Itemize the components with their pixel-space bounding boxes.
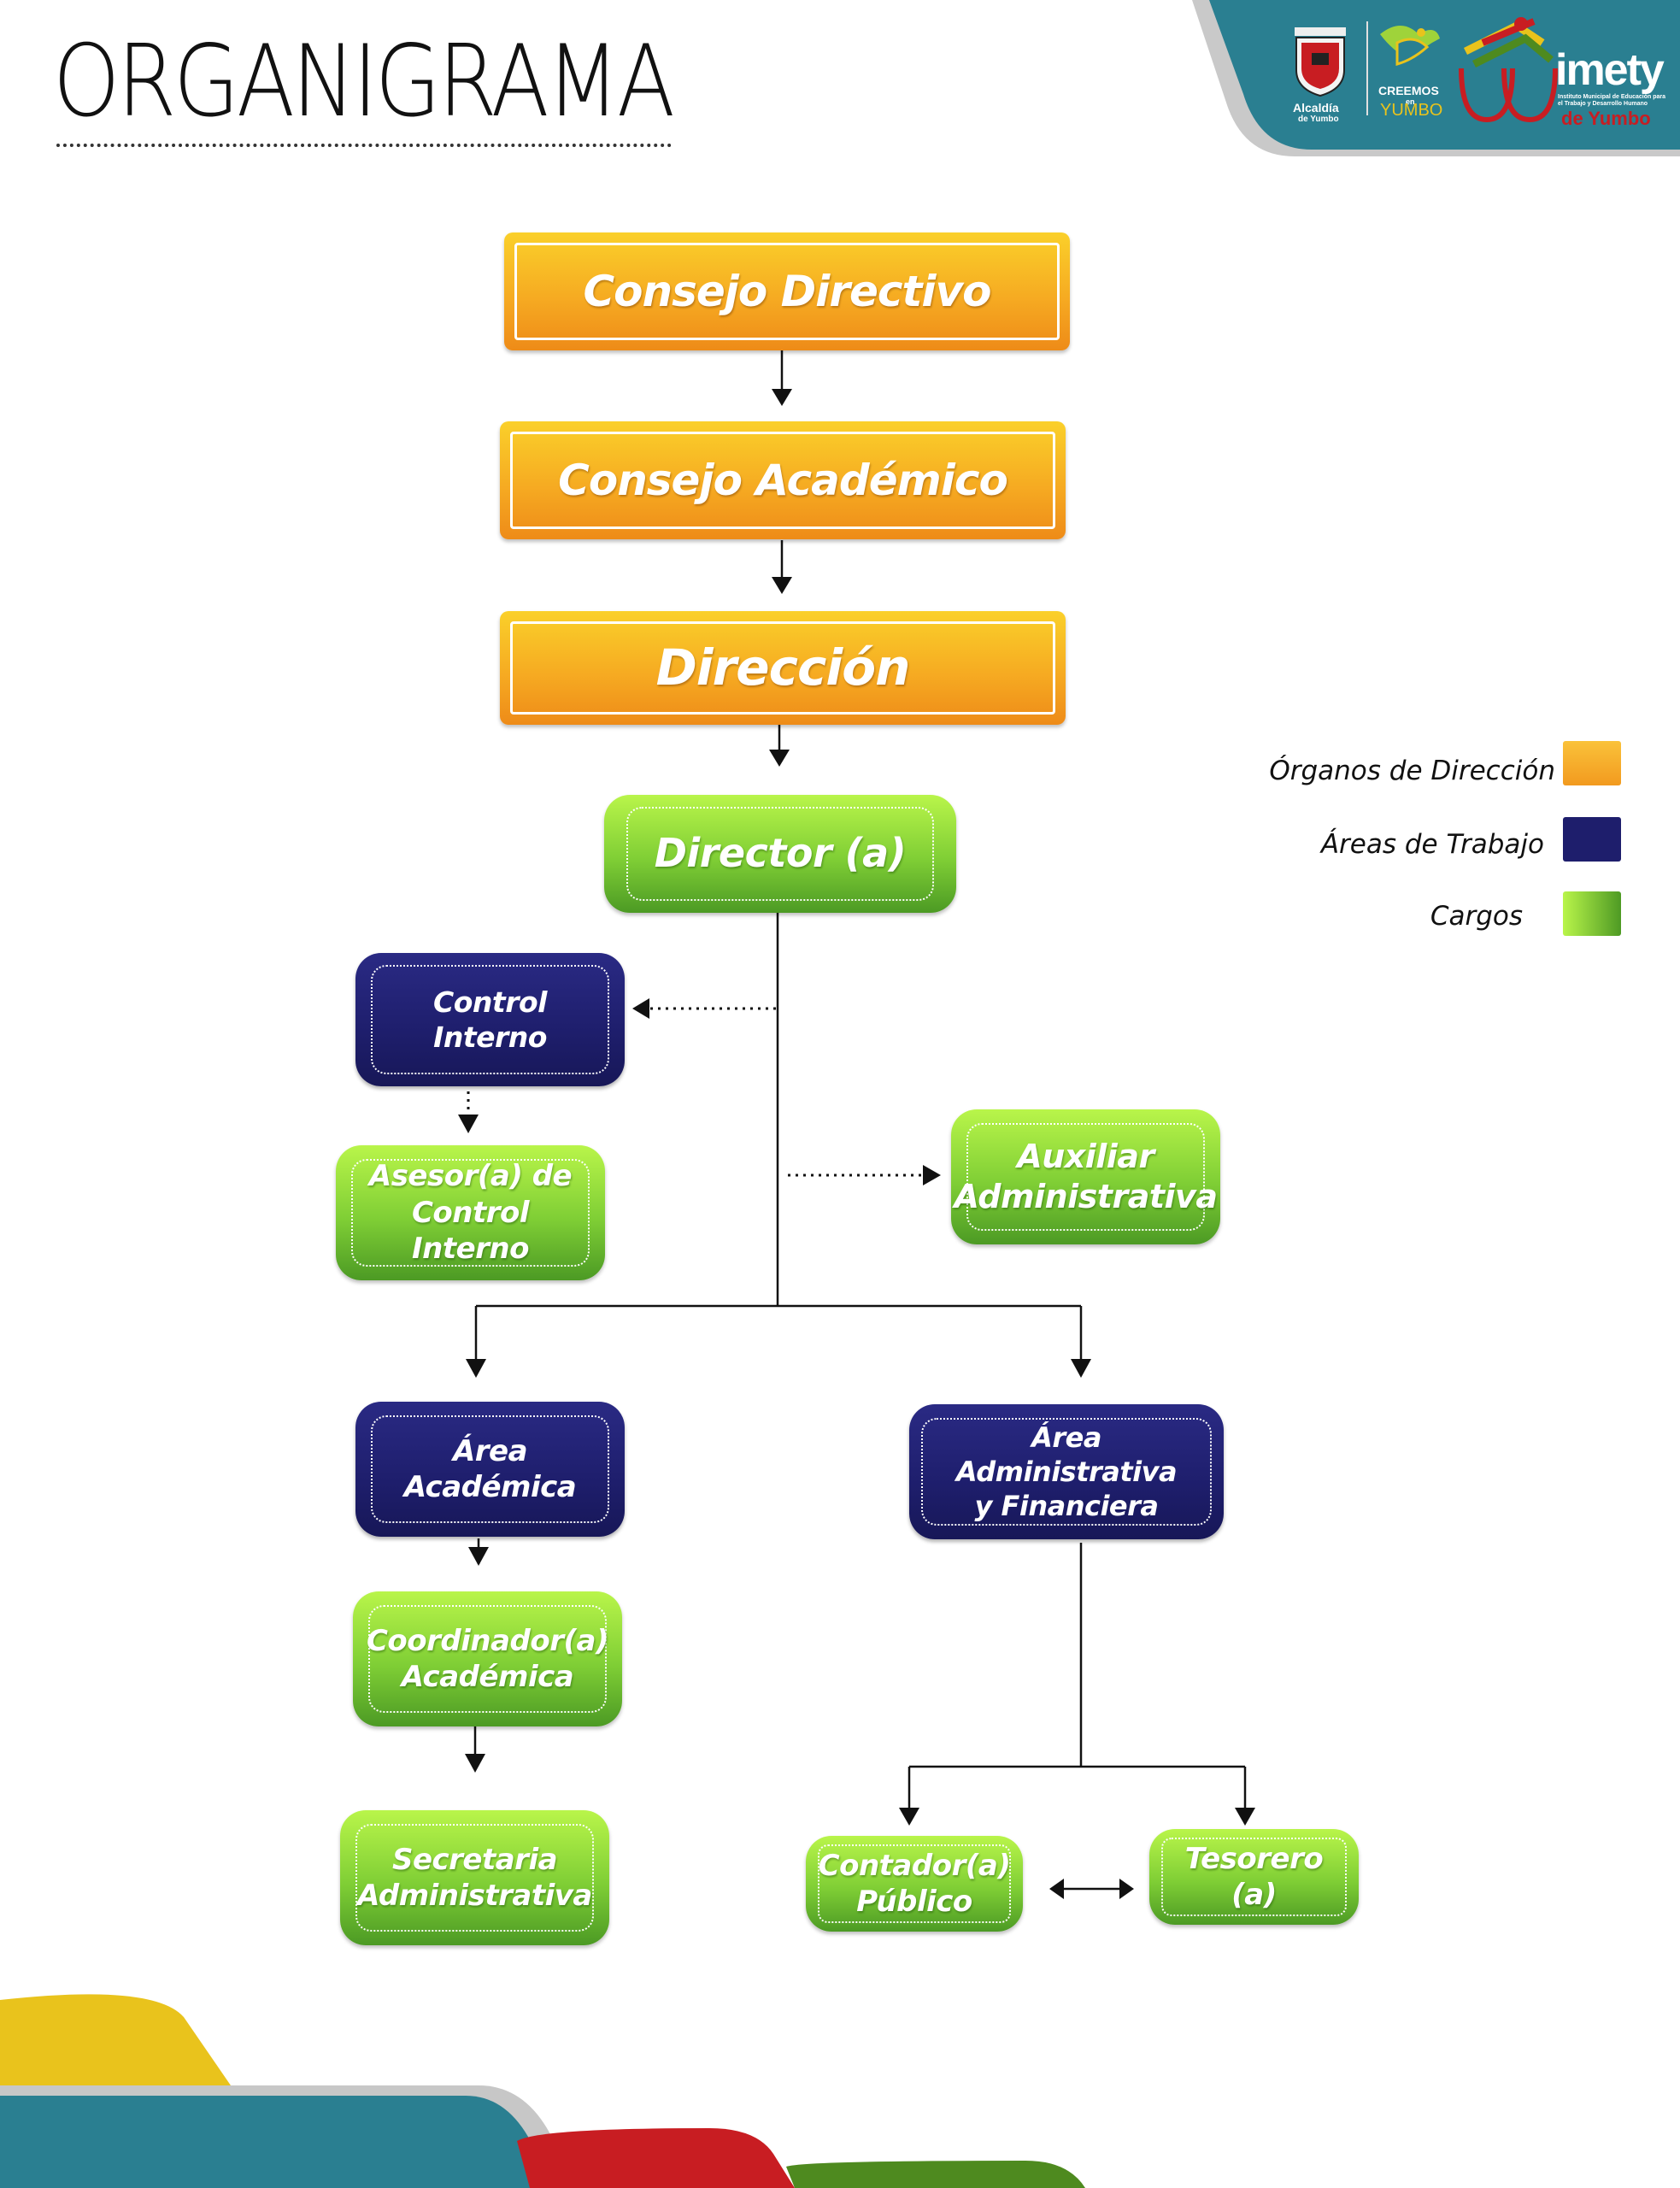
alcaldia-shield-icon bbox=[1295, 27, 1346, 97]
arrowhead bbox=[1235, 1808, 1255, 1826]
imety-subtitle-1: Instituto Municipal de Educación para bbox=[1558, 94, 1666, 100]
footer-red-wave bbox=[517, 2128, 795, 2188]
node-coordinador-academica: Coordinador(a) Académica bbox=[353, 1591, 622, 1726]
arrowhead bbox=[1071, 1359, 1091, 1378]
node-contador-label: Contador(a) Público bbox=[818, 1844, 1011, 1923]
alcaldia-label-2: de Yumbo bbox=[1298, 115, 1339, 124]
creemos-bird-icon bbox=[1380, 26, 1440, 66]
node-area-administrativa-financiera: Área Administrativa y Financiera bbox=[909, 1404, 1224, 1539]
node-contador-publico: Contador(a) Público bbox=[806, 1836, 1023, 1932]
node-contador-line1: Contador(a) bbox=[818, 1848, 1011, 1883]
node-coordinador-line1: Coordinador(a) bbox=[366, 1623, 609, 1658]
creemos-en-label: en bbox=[1406, 97, 1415, 106]
legend-swatch-areas bbox=[1563, 817, 1621, 862]
arrowhead bbox=[468, 1547, 489, 1566]
page-title: ORGANIGRAMA bbox=[53, 24, 675, 139]
arrowhead bbox=[1119, 1879, 1134, 1899]
node-secretaria-line1: Secretaria bbox=[391, 1842, 558, 1877]
logo-banner-shape bbox=[1192, 0, 1680, 156]
arrowhead bbox=[772, 389, 792, 406]
node-auxiliar-line1: Auxiliar bbox=[1017, 1137, 1154, 1175]
arrowhead bbox=[466, 1359, 486, 1378]
node-area-administrativa-line1: Área Administrativa bbox=[955, 1421, 1178, 1488]
alcaldia-label-1: Alcaldía bbox=[1293, 101, 1339, 115]
legend-swatch-cargos bbox=[1563, 891, 1621, 936]
node-direccion-label: Dirección bbox=[510, 621, 1055, 715]
legend-label-areas: Áreas de Trabajo bbox=[1320, 829, 1544, 860]
creemos-yumbo-label: YUMBO bbox=[1380, 101, 1443, 120]
node-asesor-control-interno: Asesor(a) de Control Interno bbox=[336, 1145, 605, 1280]
node-auxiliar-label: Auxiliar Administrativa bbox=[955, 1123, 1218, 1231]
creemos-label: CREEMOS bbox=[1378, 84, 1439, 97]
imety-swirl-icon bbox=[1459, 17, 1558, 123]
node-director: Director (a) bbox=[604, 795, 956, 913]
title-divider bbox=[56, 144, 672, 147]
node-area-academica-label: Área Académica bbox=[371, 1415, 609, 1523]
node-area-academica: Área Académica bbox=[355, 1402, 625, 1537]
node-coordinador-label: Coordinador(a) Académica bbox=[366, 1605, 609, 1713]
node-direccion: Dirección bbox=[500, 611, 1066, 725]
imety-wordmark: imety bbox=[1555, 45, 1665, 95]
arrowhead bbox=[923, 1165, 941, 1185]
arrowhead bbox=[465, 1754, 485, 1773]
node-secretaria-label: Secretaria Administrativa bbox=[355, 1824, 594, 1932]
node-area-academica-line1: Área bbox=[452, 1433, 528, 1468]
node-area-administrativa-line2: y Financiera bbox=[974, 1490, 1160, 1522]
arrowhead bbox=[632, 998, 649, 1019]
node-secretaria-administrativa: Secretaria Administrativa bbox=[340, 1810, 609, 1945]
node-auxiliar-administrativa: Auxiliar Administrativa bbox=[951, 1109, 1220, 1244]
node-asesor-label: Asesor(a) de Control Interno bbox=[351, 1159, 590, 1267]
node-area-administrativa-label: Área Administrativa y Financiera bbox=[921, 1418, 1212, 1526]
node-asesor-line2: Control Interno bbox=[411, 1195, 530, 1267]
node-consejo-academico-label: Consejo Académico bbox=[510, 432, 1055, 529]
node-director-label: Director (a) bbox=[626, 807, 934, 901]
arrowhead bbox=[899, 1808, 919, 1826]
footer-green-wave bbox=[786, 2161, 1085, 2188]
node-consejo-academico: Consejo Académico bbox=[500, 421, 1066, 539]
legend-label-cargos: Cargos bbox=[1430, 901, 1523, 932]
node-secretaria-line2: Administrativa bbox=[357, 1879, 592, 1913]
node-coordinador-line2: Académica bbox=[401, 1660, 574, 1694]
imety-subtitle-2: el Trabajo y Desarrollo Humano bbox=[1558, 101, 1648, 107]
node-asesor-line1: Asesor(a) de bbox=[368, 1159, 573, 1194]
node-control-interno-label: Control Interno bbox=[371, 965, 609, 1074]
logo-banner: Alcaldía de Yumbo CREEMOS en YUMBO imety… bbox=[1192, 0, 1680, 156]
node-tesorero: Tesorero (a) bbox=[1149, 1829, 1359, 1925]
node-area-academica-line2: Académica bbox=[403, 1470, 577, 1504]
node-tesorero-label: Tesorero (a) bbox=[1161, 1838, 1347, 1916]
footer-teal-wave bbox=[0, 2096, 557, 2188]
footer-yellow-wave bbox=[0, 1994, 231, 2085]
node-consejo-directivo-label: Consejo Directivo bbox=[514, 243, 1060, 340]
node-auxiliar-line2: Administrativa bbox=[954, 1178, 1218, 1215]
arrowhead bbox=[1049, 1879, 1064, 1899]
arrowhead bbox=[769, 750, 790, 767]
node-contador-line2: Público bbox=[856, 1885, 972, 1919]
node-control-interno: Control Interno bbox=[355, 953, 625, 1086]
legend-label-organos: Órganos de Dirección bbox=[1269, 756, 1555, 786]
node-consejo-directivo: Consejo Directivo bbox=[504, 232, 1070, 350]
footer-decoration bbox=[0, 1994, 1085, 2188]
legend-swatch-organos bbox=[1563, 741, 1621, 785]
imety-city: de Yumbo bbox=[1561, 108, 1651, 129]
arrowhead bbox=[458, 1115, 479, 1133]
arrowhead bbox=[772, 577, 792, 594]
